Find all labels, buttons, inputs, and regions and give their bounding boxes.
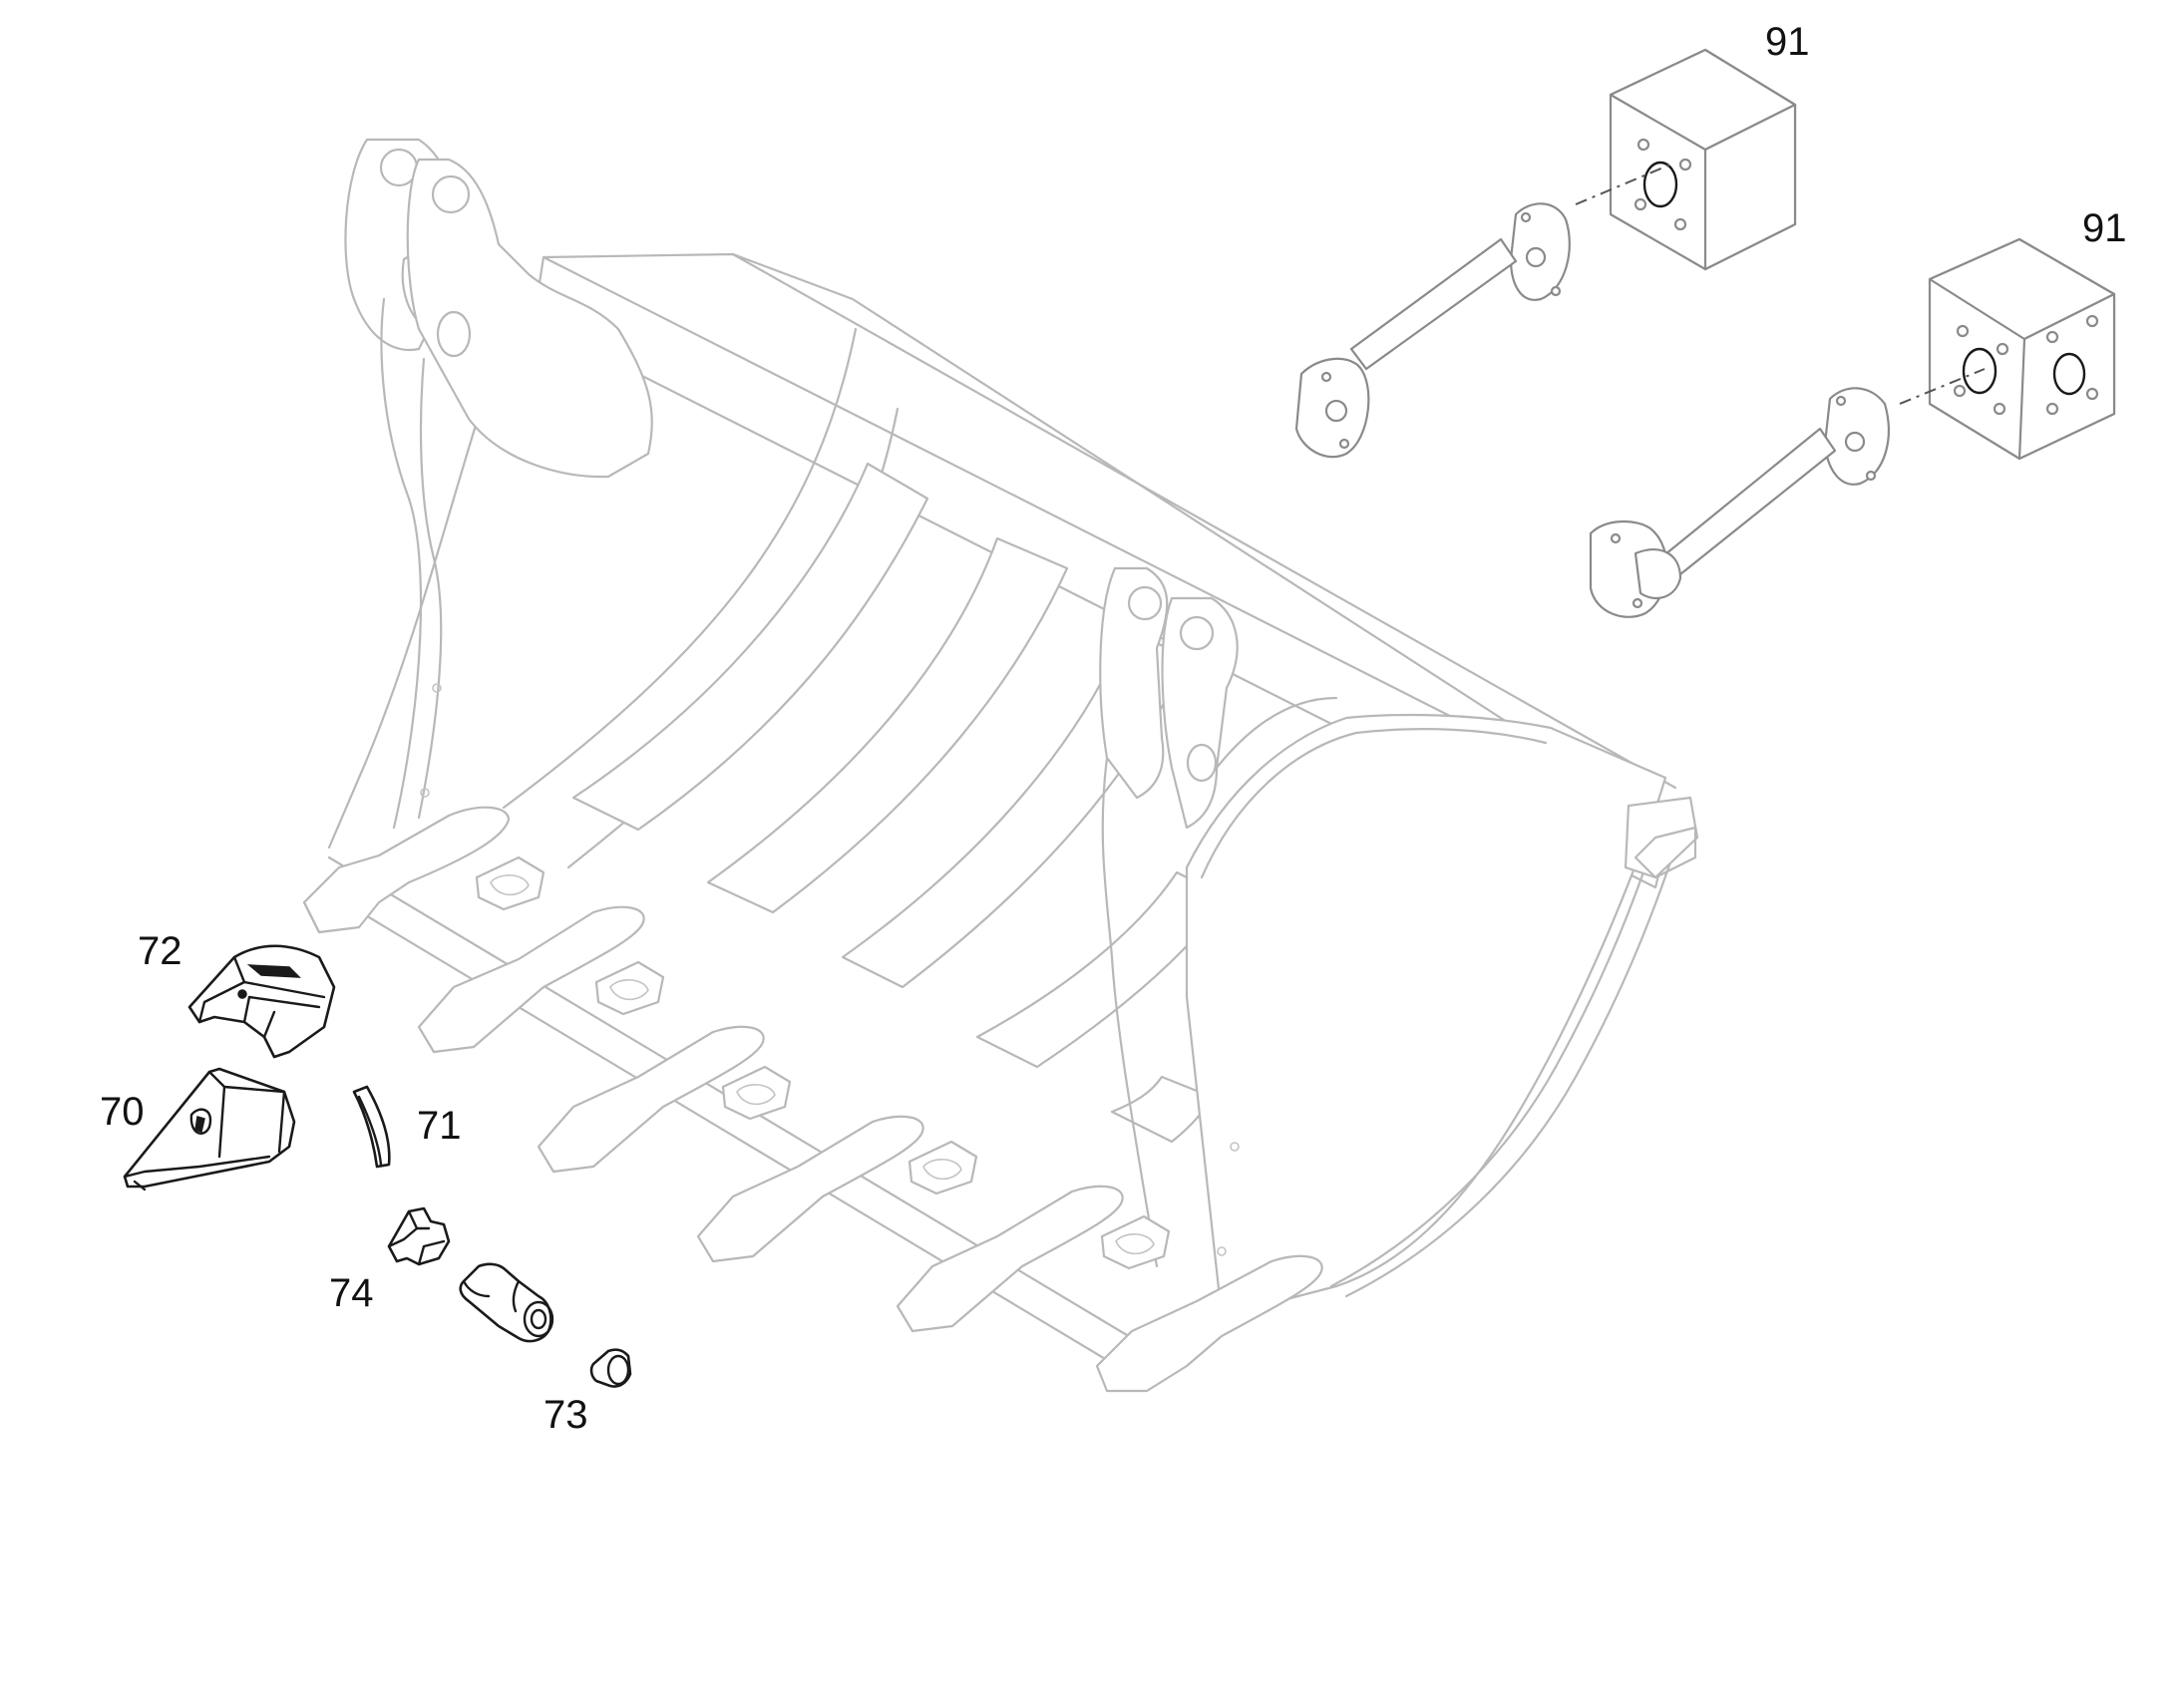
part-71-retaining-clip bbox=[352, 1085, 391, 1169]
loader-bucket bbox=[302, 138, 1699, 1393]
hydraulic-block-upper bbox=[1575, 48, 1797, 271]
hydraulic-pipe-lower bbox=[1589, 387, 1890, 618]
hydraulic-block-lower bbox=[1899, 237, 2116, 461]
callout-74: 74 bbox=[329, 1271, 374, 1315]
callout-73: 73 bbox=[544, 1393, 588, 1437]
wear-strips bbox=[571, 462, 1229, 1144]
bucket-adapters bbox=[475, 855, 1171, 1270]
hydraulic-pipe-upper bbox=[1294, 202, 1571, 459]
callout-91-upper: 91 bbox=[1765, 20, 1810, 64]
part-73-bushing bbox=[589, 1348, 632, 1388]
callout-71: 71 bbox=[417, 1104, 462, 1148]
part-73-locking-pin bbox=[459, 1262, 554, 1343]
right-side-plate bbox=[1099, 566, 1699, 1318]
callout-72: 72 bbox=[138, 929, 182, 973]
bucket-teeth bbox=[302, 806, 1323, 1393]
part-70-tooth-adapter bbox=[123, 1067, 296, 1192]
callout-70: 70 bbox=[100, 1090, 145, 1134]
callout-labels: 91 91 72 70 71 74 73 bbox=[100, 20, 2127, 1437]
left-side-plate bbox=[344, 138, 653, 830]
callout-91-lower: 91 bbox=[2082, 206, 2127, 250]
part-72-tooth-cover bbox=[187, 944, 336, 1059]
part-74-lock-retainer bbox=[387, 1206, 451, 1266]
